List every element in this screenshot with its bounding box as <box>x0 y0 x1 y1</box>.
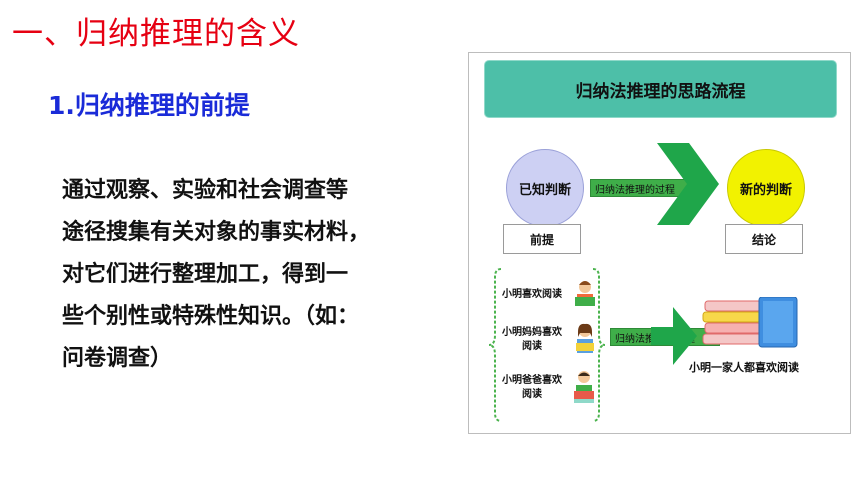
result-statement: 小明一家人都喜欢阅读 <box>689 361 799 374</box>
body-line: 问卷调查） <box>62 346 173 371</box>
new-judgement-label: 新的判断 <box>739 182 792 198</box>
body-line: 通过观察、实验和社会调查等 <box>62 178 349 203</box>
reading-father-icon <box>574 371 594 403</box>
slide-title: 一、归纳推理的含义 <box>12 16 300 52</box>
right-arrow-icon <box>651 307 697 365</box>
reading-child-icon <box>575 281 595 306</box>
person-label: 阅读 <box>522 341 542 352</box>
bracket-group-icon <box>488 268 606 422</box>
book-stack-icon <box>702 297 798 348</box>
person-label: 小明爸爸喜欢 <box>502 375 562 386</box>
known-judgement-label: 已知判断 <box>518 182 571 198</box>
premise-box: 前提 <box>503 224 581 254</box>
person-label: 小明喜欢阅读 <box>502 289 562 300</box>
conclusion-box: 结论 <box>725 224 803 254</box>
person-item: 小明爸爸喜欢 阅读 <box>493 374 571 402</box>
induction-flow-diagram: 归纳法推理的思路流程 已知判断 前提 归纳法推理的过程 新的判断 结论 小明喜欢… <box>468 52 851 434</box>
diagram-header-text: 归纳法推理的思路流程 <box>575 81 746 102</box>
chevron-arrow-icon <box>657 143 719 225</box>
reading-mother-icon <box>576 323 594 353</box>
premise-label: 前提 <box>529 232 554 247</box>
known-judgement-circle: 已知判断 <box>506 149 584 227</box>
body-line: 些个别性或特殊性知识。（如： <box>62 304 360 329</box>
body-line: 对它们进行整理加工，得到一 <box>62 262 349 287</box>
diagram-header: 归纳法推理的思路流程 <box>485 61 836 117</box>
body-line: 途径搜集有关对象的事实材料， <box>62 220 371 245</box>
conclusion-label: 结论 <box>751 232 776 247</box>
person-label: 阅读 <box>522 389 542 400</box>
person-item: 小明喜欢阅读 <box>493 288 571 302</box>
section-heading: 1.归纳推理的前提 <box>48 91 250 120</box>
new-judgement-circle: 新的判断 <box>727 149 805 227</box>
person-label: 小明妈妈喜欢 <box>502 327 562 338</box>
person-item: 小明妈妈喜欢 阅读 <box>493 326 571 354</box>
body-paragraph: 通过观察、实验和社会调查等 途径搜集有关对象的事实材料， 对它们进行整理加工，得… <box>62 170 422 380</box>
